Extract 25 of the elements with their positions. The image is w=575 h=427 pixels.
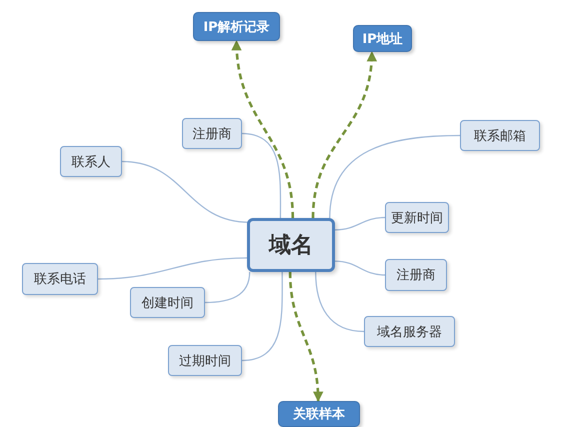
- connector-line: [329, 134, 460, 218]
- topic-box: 关联样本: [278, 401, 360, 427]
- subtopic-box: 过期时间: [168, 345, 242, 376]
- connector-line: [334, 260, 386, 276]
- arrow: [288, 272, 323, 402]
- subtopic-box: 联系人: [60, 146, 122, 177]
- subtopic-box: 更新时间: [385, 202, 449, 233]
- connector-line: [122, 160, 250, 223]
- arrow: [312, 50, 376, 218]
- connector-line: [315, 272, 364, 332]
- topic-box: IP解析记录: [193, 12, 280, 41]
- connector-line: [334, 216, 386, 230]
- arrow: [232, 40, 294, 218]
- subtopic-box: 域名服务器: [364, 316, 455, 347]
- central-box: 域名: [247, 218, 335, 272]
- subtopic-box: 注册商: [385, 259, 447, 291]
- topic-box: IP地址: [353, 25, 412, 52]
- subtopic-box: 注册商: [182, 118, 242, 149]
- subtopic-box: 联系邮箱: [460, 120, 540, 151]
- connector-line: [98, 257, 248, 280]
- connector-line: [242, 272, 283, 362]
- connector-line: [204, 272, 250, 304]
- connector-line: [242, 132, 282, 218]
- subtopic-box: 创建时间: [130, 287, 205, 318]
- subtopic-box: 联系电话: [22, 263, 98, 295]
